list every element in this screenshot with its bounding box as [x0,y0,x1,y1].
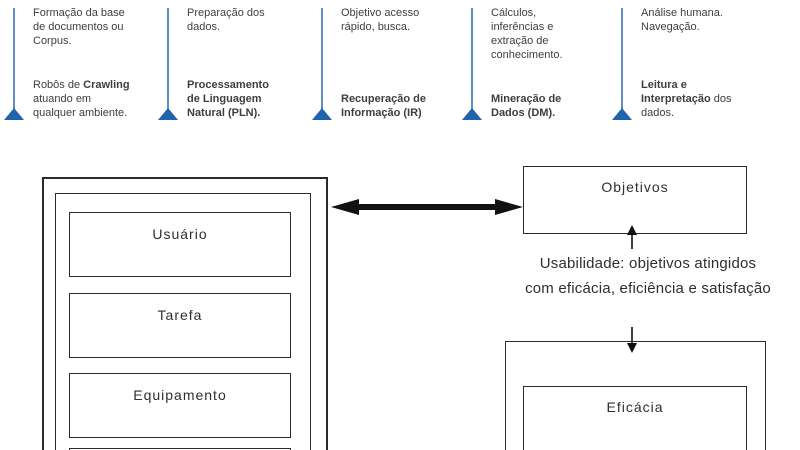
objectives-box: Objetivos [523,166,747,234]
stage-technique: Mineração de Dados (DM). [491,92,623,120]
bidirectional-arrow-icon [331,199,523,215]
objectives-box-label: Objetivos [601,179,669,195]
stage-technique-prefix: Robôs de [33,79,84,91]
stage-text: Cálculos, inferências e extração de conh… [491,6,623,120]
stage-technique-name: Recuperação de Informação (IR) [341,93,426,119]
stage-description: Análise humana. Navegação. [641,7,723,33]
task-box: Tarefa [69,293,291,358]
triangle-marker-icon [312,108,332,120]
context-outer-box [42,177,328,450]
stage-rail [4,6,24,122]
triangle-marker-icon [462,108,482,120]
partial-bottom-box [69,448,291,450]
pipeline-stage-4: Cálculos, inferências e extração de conh… [462,6,623,122]
pipeline-stage-3: Objetivo acesso rápido, busca. Recuperaç… [312,6,473,122]
effectiveness-box: Eficácia [523,386,747,450]
context-inner-box [55,193,311,450]
user-box-label: Usuário [152,226,208,242]
equipment-box-label: Equipamento [133,387,227,403]
stage-technique: Recuperação de Informação (IR) [341,92,473,120]
stage-line [13,8,15,110]
pipeline-stage-1: Formação da base de documentos ou Corpus… [4,6,165,122]
stage-technique: Leitura e Interpretação dos dados. [641,78,773,120]
pipeline-stage-2: Preparação dos dados. Processamento de L… [158,6,319,122]
stage-text: Preparação dos dados. Processamento de L… [187,6,319,120]
stage-technique-name: Crawling [83,79,130,91]
stage-rail [158,6,178,122]
usability-note: Usabilidade: objetivos atingidos com efi… [525,255,771,297]
stage-description: Preparação dos dados. [187,7,265,33]
equipment-box: Equipamento [69,373,291,438]
stage-line [471,8,473,110]
stage-text: Objetivo acesso rápido, busca. Recuperaç… [341,6,473,120]
triangle-marker-icon [4,108,24,120]
quality-outer-box [505,341,766,450]
stage-text: Análise humana. Navegação. Leitura e Int… [641,6,773,120]
triangle-marker-icon [158,108,178,120]
task-box-label: Tarefa [157,307,203,323]
stage-line [621,8,623,110]
stage-technique: Processamento de Linguagem Natural (PLN)… [187,78,319,120]
stage-technique: Robôs de Crawling atuando em qualquer am… [33,78,165,120]
user-box: Usuário [69,212,291,277]
arrow-up-icon [627,225,637,249]
pipeline-stage-5: Análise humana. Navegação. Leitura e Int… [612,6,773,122]
stage-text: Formação da base de documentos ou Corpus… [33,6,165,120]
stage-line [321,8,323,110]
stage-line [167,8,169,110]
stage-technique-name: Processamento de Linguagem Natural (PLN)… [187,79,269,119]
stage-description: Formação da base de documentos ou Corpus… [33,7,125,47]
triangle-marker-icon [612,108,632,120]
effectiveness-box-label: Eficácia [606,399,664,415]
stage-rail [462,6,482,122]
stage-technique-name: Mineração de Dados (DM). [491,93,562,119]
stage-technique-suffix: atuando em qualquer ambiente. [33,93,128,119]
stage-technique-suffix: dos dados. [641,93,732,119]
arrow-down-icon [627,327,637,353]
stage-rail [612,6,632,122]
stage-description: Cálculos, inferências e extração de conh… [491,7,563,61]
stage-rail [312,6,332,122]
stage-description: Objetivo acesso rápido, busca. [341,7,420,33]
stage-technique-name: Leitura e Interpretação [641,79,711,105]
